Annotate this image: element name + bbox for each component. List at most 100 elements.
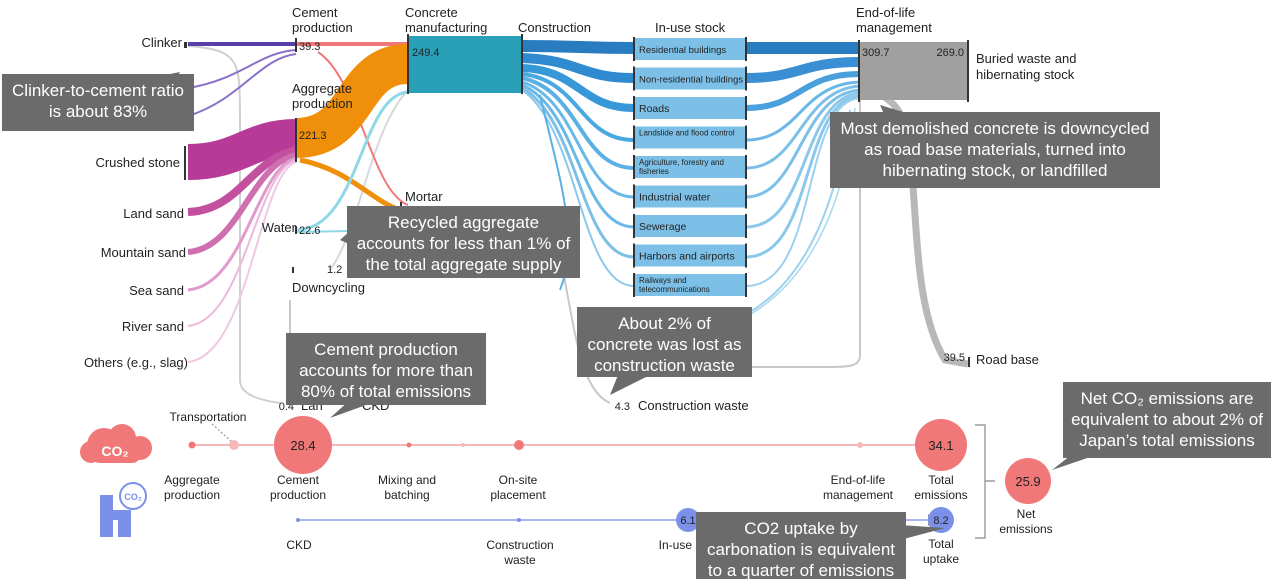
value-in-use-uptake: 6.1 [680,515,695,527]
node-concrete-left [407,34,409,94]
value-total-uptake: 8.2 [933,515,948,527]
label-land-sand: Land sand [123,206,184,221]
node-eol-left [858,40,860,102]
label-em-onsite-2: placement [490,488,546,502]
svg-text:CO₂: CO₂ [124,492,142,502]
stock-box-edge [745,155,747,179]
flow-seasand-to-aggregate [187,156,297,292]
dot-transportation [229,440,239,450]
stock-box [634,215,746,237]
label-em-onsite-1: On-site [499,473,538,487]
label-net-1: Net [1017,507,1036,521]
stock-box [634,156,746,178]
label-buried-1: Buried waste and [976,51,1076,66]
callout-uptake-line-1: CO2 uptake by [744,519,858,538]
label-crushed-stone: Crushed stone [95,155,180,170]
callout-clinker-line-1: Clinker-to-cement ratio [12,81,184,100]
callout-cement-line-3: 80% of total emissions [300,382,472,401]
value-recycled: 1.2 [327,264,342,276]
node-cement [295,38,297,52]
callout-cwaste-line-1: About 2% of [618,314,711,333]
callout-recycled-line-3: the total aggregate supply [365,255,562,274]
flow-mountainsand-to-aggregate [187,152,297,255]
callout-net-emissions: Net CO₂ emissions are equivalent to abou… [1063,382,1271,458]
flow-cement-to-mortar [317,51,409,206]
stock-label: Residential buildings [639,45,726,56]
value-construction-waste: 4.3 [615,401,630,413]
node-eol-right [967,40,969,102]
label-clinker: Clinker [142,35,183,50]
value-total-emissions: 34.1 [928,438,953,453]
label-concrete-manufacturing-2: manufacturing [405,20,487,35]
node-downcycling [292,267,294,273]
callout-cement-line-1: Cement production [314,340,458,359]
callout-construction-waste: About 2% of concrete was lost as constru… [577,307,752,377]
label-up-in-use: In-use s [659,538,702,552]
flow-clinker-to-ckd [187,45,281,404]
label-river-sand: River sand [122,319,184,334]
label-net-2: emissions [999,522,1052,536]
label-aggregate-production-1: Aggregate [292,81,352,96]
label-downcycling: Downcycling [292,280,365,295]
stock-box-edge [633,125,635,150]
label-construction: Construction [518,20,591,35]
label-mortar: Mortar [405,189,443,204]
stock-box-edge [745,37,747,61]
stock-box-edge [633,37,635,61]
value-water: 22.6 [299,225,320,237]
callout-clinker-line-2: is about 83% [48,102,148,121]
value-aggregate: 221.3 [299,130,327,142]
callout-uptake-line-3: to a quarter of emissions [707,561,895,580]
label-em-cement-1: Cement [277,473,320,487]
dot-small [461,443,465,447]
transport-leader [211,423,233,443]
label-em-total-2: emissions [914,488,967,502]
label-up-construction-waste-2: waste [503,553,536,567]
node-crushed-stone [184,146,186,180]
label-cement-production-1: Cement [292,5,338,20]
flow-eol-to-downcycling [600,100,861,368]
callout-demolished-line-1: Most demolished concrete is downcycled [840,119,1150,138]
label-concrete-manufacturing-1: Concrete [405,5,458,20]
stock-box-edge [745,125,747,150]
label-road-base: Road base [976,352,1039,367]
node-layer [184,34,970,367]
label-others: Others (e.g., slag) [84,355,188,370]
label-up-construction-waste-1: Construction [486,538,553,552]
node-aggregate [295,118,297,162]
circle-total-emissions [915,419,967,471]
label-sea-sand: Sea sand [129,283,184,298]
callout-net-line-1: Net CO₂ emissions are [1080,389,1254,408]
stock-box [634,185,746,208]
label-em-total-1: Total [928,473,953,487]
stock-box-edge [633,184,635,209]
value-buried: 269.0 [936,47,964,59]
label-em-aggregate-2: production [164,488,220,502]
label-up-total-2: uptake [923,552,959,566]
stock-label: telecommunications [639,285,710,294]
label-cement-production-2: production [292,20,353,35]
label-buried-2: hibernating stock [976,67,1075,82]
circle-in-use [676,508,700,532]
stock-box-edge [745,243,747,268]
stock-box-edge [633,214,635,238]
flow-aggregate-to-mortar [299,157,401,213]
value-road-base: 39.5 [944,352,965,364]
callout-cement-emissions: Cement production accounts for more than… [286,333,486,405]
label-up-total-1: Total [928,537,953,551]
stock-box [634,38,746,60]
callout-cwaste-line-3: construction waste [594,356,735,375]
stock-box [634,126,746,149]
stock-label: Landslide and flood control [639,129,735,138]
dot-mixing [406,442,412,448]
svg-text:CO₂: CO₂ [101,443,128,459]
stock-box [634,97,746,119]
stock-label: Roads [639,103,669,115]
stock-box [634,244,746,267]
callout-net-line-3: Japan’s total emissions [1079,431,1255,450]
flow-construction-to-stock [521,40,635,291]
label-em-aggregate-1: Aggregate [164,473,220,487]
flow-riversand-to-aggregate [187,159,297,327]
